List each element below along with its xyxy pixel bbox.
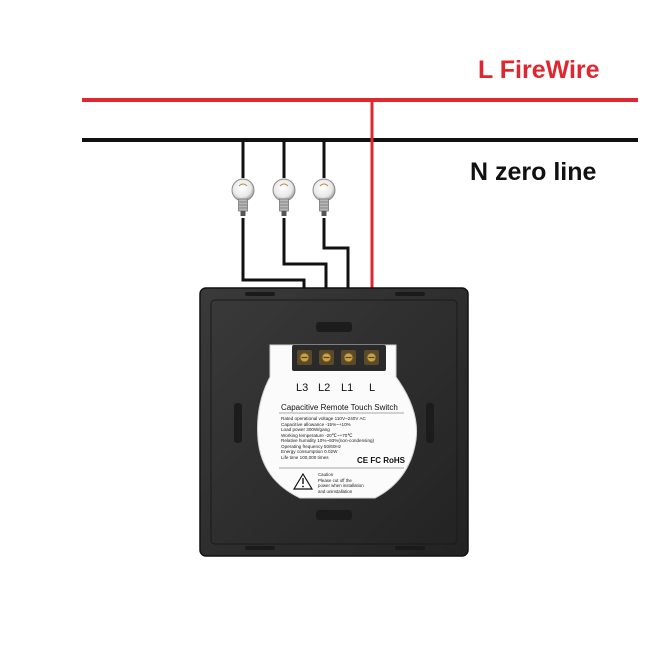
terminal-block [292,345,386,371]
bulb-icon [272,178,296,216]
spec-line: Working temperature -20℃~+70℃ [281,432,353,438]
neutral-wire-label: N zero line [470,158,597,186]
warning-icon [292,472,314,490]
spec-line: Life time 100,000 times [281,454,329,460]
label-title: Capacitive Remote Touch Switch [281,403,398,412]
terminal-screw [319,350,334,365]
spec-line: Relative humidity 10%~93%(non-condensing… [281,438,375,443]
terminal-screw [364,350,379,365]
bulb-icon [312,178,336,216]
spec-line: Capacitive allowance -15%~+10% [281,421,351,427]
label-plate [257,344,418,499]
spec-line: Operating frequency 50/60Hz [281,443,342,449]
live-wire-label: L FireWire [478,56,600,84]
spec-line: Load power 300W/gang [281,427,330,432]
terminal-screw [297,350,312,365]
terminal-screw [341,350,356,365]
terminal-label-l: L [369,382,376,394]
spec-line: Energy consumption 0.02W [281,449,338,454]
certification-marks: CE FC RoHS [357,456,405,465]
terminal-label-l1: L1 [341,382,354,394]
spec-line: Rated operational voltage 110V~240V AC [281,416,366,421]
bulb-icon [231,178,255,216]
caution-line: power when installation [318,483,364,488]
caution-line: Please cut off the [318,477,352,483]
caution-line: and uninstallation [318,488,353,494]
caution-heading: Caution [318,472,334,477]
terminal-label-l2: L2 [318,382,331,394]
terminal-label-l3: L3 [296,382,309,394]
